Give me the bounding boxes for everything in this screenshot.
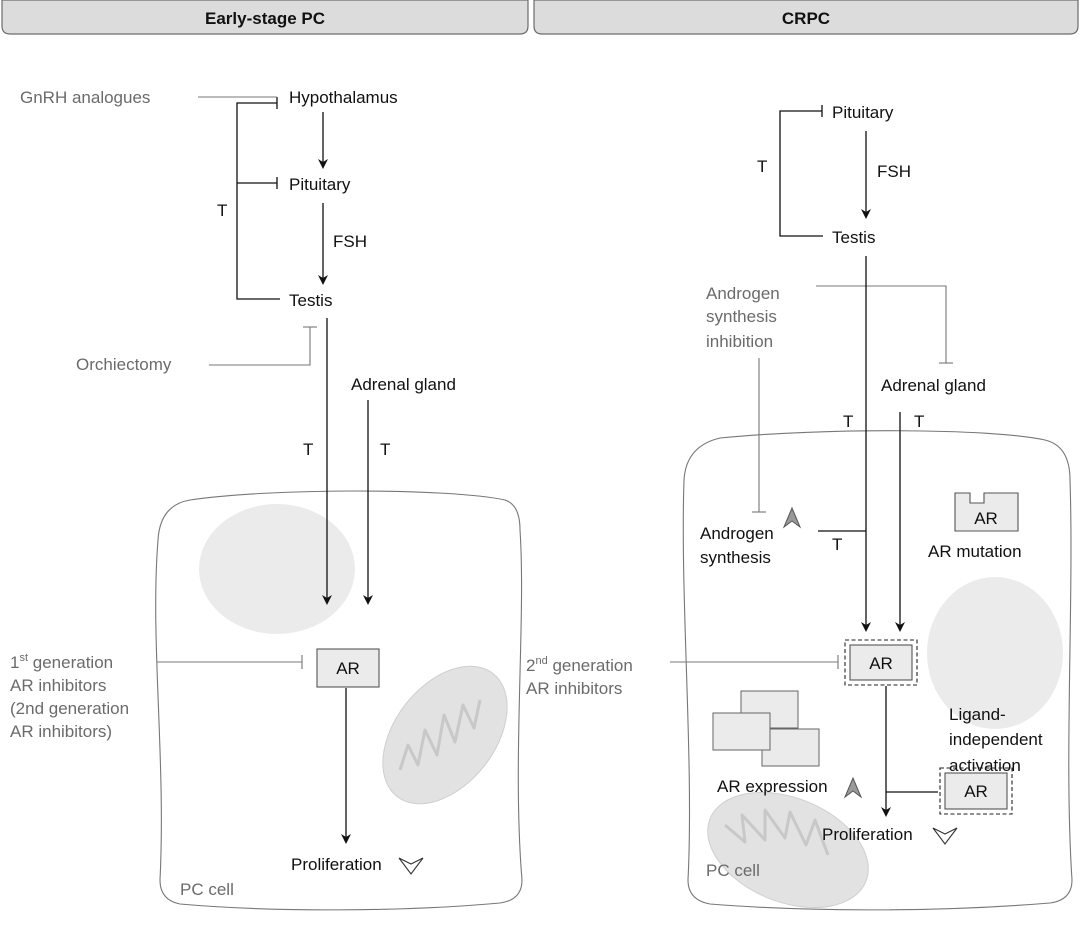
ar-expression-boxes bbox=[712, 690, 820, 767]
right-t-loop-label: T bbox=[757, 157, 767, 176]
left-ar-box bbox=[316, 648, 380, 688]
orchiectomy-label: Orchiectomy bbox=[76, 355, 172, 374]
androgen-synthesis-up-icon bbox=[782, 506, 802, 529]
right-proliferation-down-icon bbox=[932, 827, 958, 845]
right-header-title: CRPC bbox=[782, 9, 830, 28]
right-adrenal-label: Adrenal gland bbox=[881, 376, 986, 395]
left-header-title: Early-stage PC bbox=[205, 9, 325, 28]
left-adrenal-label: Adrenal gland bbox=[351, 375, 456, 394]
ligand-line2: independent bbox=[949, 730, 1043, 749]
right-mitochondrion bbox=[707, 791, 869, 909]
as-line2: synthesis bbox=[700, 548, 771, 567]
right-cell-label: PC cell bbox=[706, 861, 760, 880]
right-inhibitor-line2: AR inhibitors bbox=[526, 679, 622, 698]
right-pituitary-label: Pituitary bbox=[832, 103, 894, 122]
hypothalamus-label: Hypothalamus bbox=[289, 88, 398, 107]
right-nucleus bbox=[927, 577, 1063, 729]
right-header: CRPC bbox=[533, 0, 1079, 35]
gnrh-analogues-label: GnRH analogues bbox=[20, 88, 150, 107]
right-fsh-label: FSH bbox=[877, 162, 911, 181]
left-proliferation-label: Proliferation bbox=[291, 855, 382, 874]
left-testis-label: Testis bbox=[289, 291, 332, 310]
left-t-testis-label: T bbox=[303, 440, 313, 459]
left-inhibitor-line1: 1st generation bbox=[10, 652, 113, 672]
left-nucleus bbox=[199, 504, 355, 634]
left-feedback-loop bbox=[236, 97, 280, 300]
left-ar-label: AR bbox=[336, 659, 360, 678]
asi-line2: synthesis bbox=[706, 307, 777, 326]
right-t-right-label: T bbox=[914, 412, 924, 431]
ligand-line1: Ligand- bbox=[949, 705, 1006, 724]
right-proliferation-label: Proliferation bbox=[822, 825, 913, 844]
ar-mutation-label: AR mutation bbox=[928, 542, 1022, 561]
as-line1: Androgen bbox=[700, 524, 774, 543]
left-inhibitor-line3: (2nd generation bbox=[10, 699, 129, 718]
ligand-ar-dashed-frame bbox=[939, 767, 1013, 815]
ligand-ar-label: AR bbox=[964, 782, 988, 801]
ar-mutation-box-label: AR bbox=[974, 509, 998, 528]
left-t-adrenal-label: T bbox=[380, 440, 390, 459]
right-testis-label: Testis bbox=[832, 228, 875, 247]
left-pc-cell-outline bbox=[155, 490, 523, 911]
right-ar-label: AR bbox=[869, 654, 893, 673]
ar-expression-up-icon bbox=[843, 776, 863, 799]
right-t-synth-label: T bbox=[832, 535, 842, 554]
right-pc-cell-outline bbox=[682, 430, 1073, 911]
ar-mutation-box bbox=[954, 492, 1019, 532]
ar-expression-label: AR expression bbox=[717, 777, 828, 796]
asi-to-adrenal-inhibition-line bbox=[816, 285, 947, 363]
right-ar-dashed-frame bbox=[844, 639, 918, 686]
right-inhibitor-line1: 2nd generation bbox=[526, 655, 633, 675]
left-inhibitor-line4: AR inhibitors) bbox=[10, 722, 112, 741]
left-mitochondrion bbox=[382, 665, 508, 805]
left-pituitary-label: Pituitary bbox=[289, 175, 351, 194]
right-t-left-label: T bbox=[843, 412, 853, 431]
left-inhibitor-line2: AR inhibitors bbox=[10, 676, 106, 695]
left-t-loop-label: T bbox=[217, 201, 227, 220]
asi-line3: inhibition bbox=[706, 332, 773, 351]
left-fsh-label: FSH bbox=[333, 232, 367, 251]
left-proliferation-down-icon bbox=[398, 857, 424, 875]
ligand-ar-box bbox=[944, 772, 1008, 810]
ligand-line3: activation bbox=[949, 756, 1021, 775]
orchiectomy-inhibition-line bbox=[209, 327, 311, 366]
left-header: Early-stage PC bbox=[1, 0, 529, 35]
asi-line1: Androgen bbox=[706, 284, 780, 303]
right-ar-box bbox=[849, 644, 913, 681]
right-feedback-loop bbox=[779, 105, 823, 237]
left-cell-label: PC cell bbox=[180, 880, 234, 899]
